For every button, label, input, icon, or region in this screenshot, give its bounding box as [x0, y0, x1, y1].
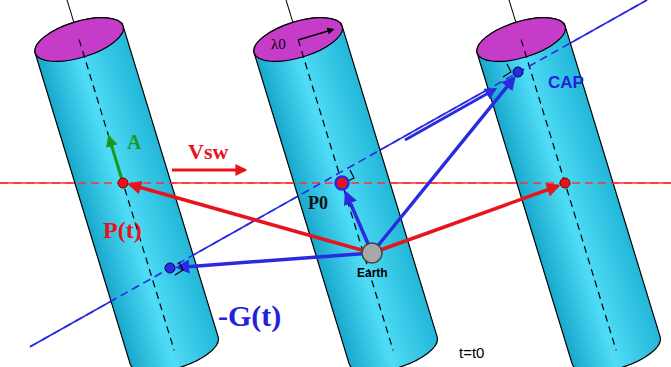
- node-label: Earth: [357, 267, 388, 279]
- vector-label: P0: [308, 194, 328, 212]
- point-dot: [513, 67, 523, 77]
- axis-label: A: [127, 132, 141, 152]
- motion-arrow: [405, 89, 495, 140]
- axis-arrow: [109, 137, 123, 183]
- radius-arrow: [298, 30, 333, 41]
- trajectory-line: [30, 0, 647, 347]
- earth-point: Earth: [357, 242, 388, 279]
- position-vector: [178, 253, 372, 267]
- position-vector: [130, 185, 372, 254]
- velocity-arrow: [172, 169, 245, 172]
- point-label: CAP: [548, 74, 584, 91]
- point-dot: [560, 178, 570, 188]
- vector-label: -G(t): [218, 301, 281, 331]
- point-dot: [336, 177, 349, 190]
- point-dot: [165, 263, 175, 273]
- time-label: t=t0: [459, 345, 484, 360]
- point-dot: [118, 178, 128, 188]
- right-angle-mark: [175, 262, 183, 275]
- right-angle-mark: [503, 64, 511, 77]
- earth-dot: [361, 242, 383, 264]
- velocity-label: Vsw: [188, 141, 228, 163]
- earth-circle: [362, 243, 382, 263]
- vector-label: P(t): [103, 218, 142, 242]
- position-vector: [372, 78, 514, 253]
- radius-label: λ0: [271, 37, 286, 52]
